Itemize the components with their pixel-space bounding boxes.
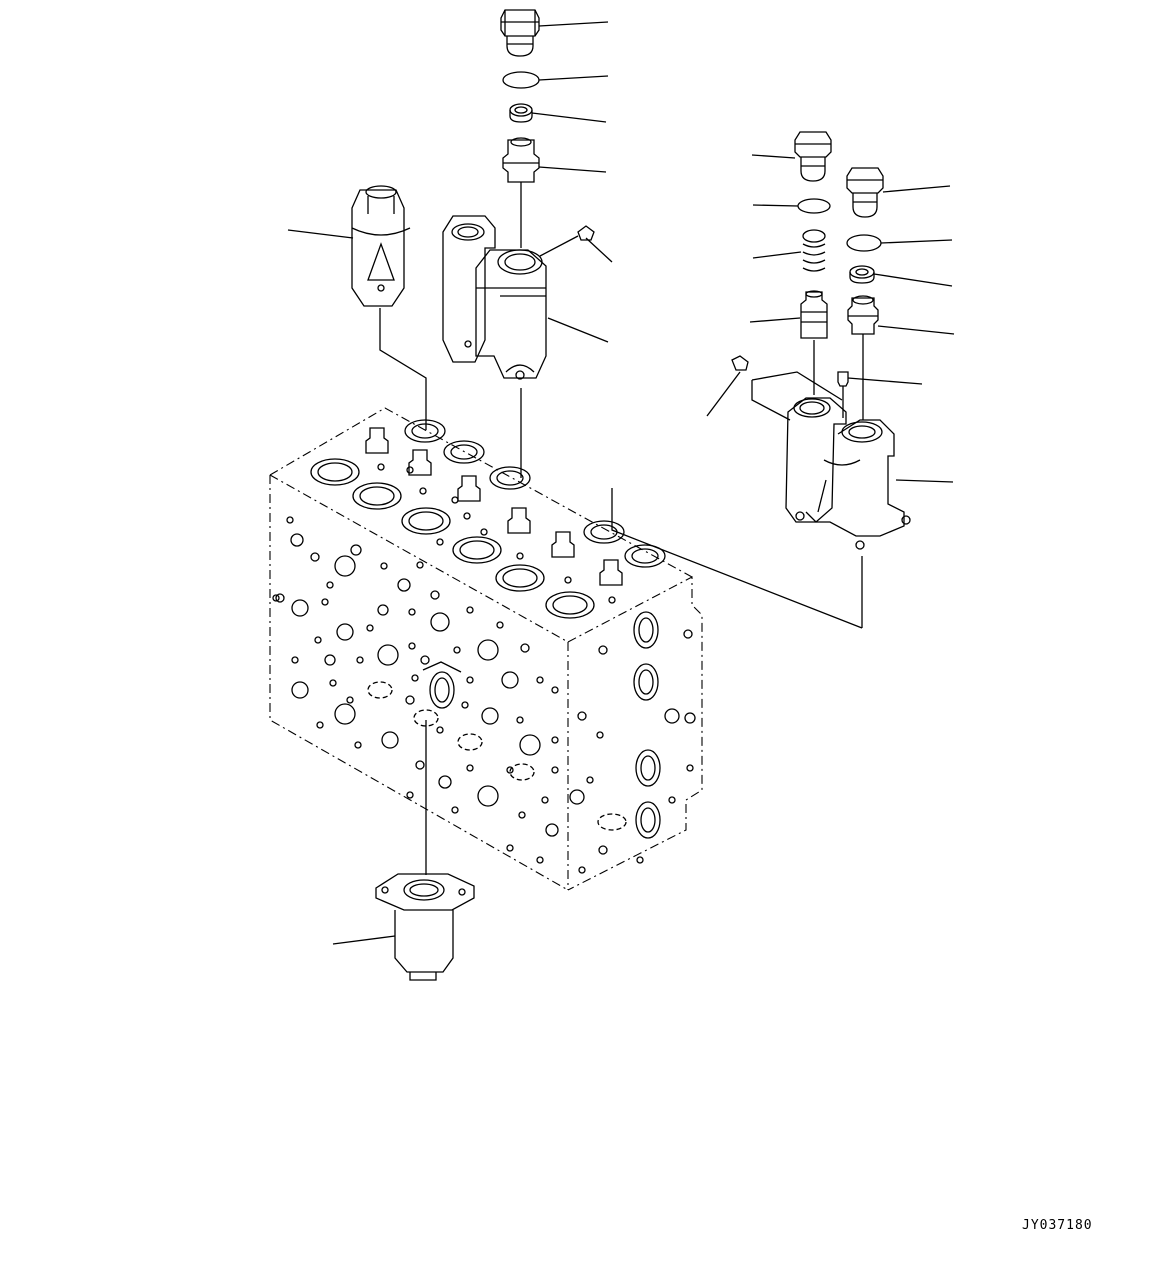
right-backup-ring — [850, 266, 952, 286]
right-right-plug — [847, 168, 950, 217]
bottom-flange-cover — [333, 720, 474, 980]
right-right-spool — [848, 296, 954, 420]
drawing-reference-code: JY037180 — [1022, 1218, 1093, 1233]
main-valve-block — [270, 408, 702, 890]
center-upper-plug — [501, 10, 608, 56]
left-valve-cap — [288, 186, 426, 430]
center-o-ring — [503, 72, 608, 88]
right-left-spool — [750, 291, 827, 395]
right-small-plug-a — [707, 356, 842, 420]
top-plugs — [366, 428, 622, 585]
center-valve-housing — [443, 216, 608, 478]
center-small-plug — [540, 226, 612, 262]
right-left-plug — [752, 132, 831, 181]
side-face-holes — [570, 597, 695, 873]
right-spring — [753, 230, 825, 271]
right-left-o-ring — [753, 199, 830, 213]
front-face-holes — [273, 517, 558, 863]
right-right-o-ring — [847, 235, 952, 251]
right-small-plug-b — [838, 372, 922, 418]
center-valve-spool — [503, 138, 606, 248]
top-face-ports — [311, 420, 665, 618]
right-valve-housing — [612, 398, 953, 628]
center-backup-ring — [510, 104, 606, 122]
